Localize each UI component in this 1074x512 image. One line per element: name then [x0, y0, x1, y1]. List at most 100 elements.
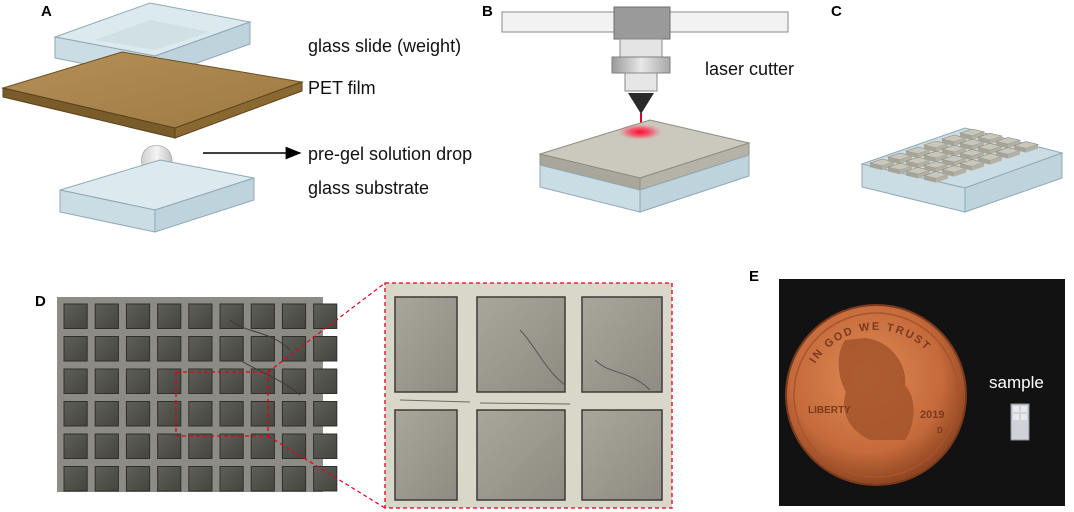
panel-letter-c: C [831, 3, 842, 20]
gel-cube-side [972, 162, 984, 171]
gel-cube-side [942, 169, 954, 177]
gel-cube-side [924, 165, 936, 173]
micrograph-overview [57, 297, 338, 492]
micro-square [313, 401, 338, 427]
sample-cube [1010, 403, 1030, 441]
micro-square [63, 368, 88, 394]
gel-cube-side [1014, 145, 1026, 153]
micro-square [188, 433, 213, 459]
gel-cube-side [990, 136, 1002, 145]
micro-square [94, 401, 119, 427]
micro-square [250, 336, 275, 362]
gel-cube-side [906, 151, 918, 158]
gel-cube-side [942, 149, 954, 157]
gel-cube-side [978, 137, 990, 145]
gel-cube-side [924, 155, 936, 163]
micro-square [281, 336, 307, 362]
micro-square [219, 433, 244, 459]
coin-liberty: LIBERTY [808, 405, 851, 416]
micro-square [281, 433, 307, 459]
panel-letter-e: E [749, 268, 760, 285]
gel-cube-side [936, 174, 948, 183]
micro-square [219, 336, 244, 362]
micro-square [281, 401, 307, 427]
gel-cube-side [1008, 140, 1020, 149]
gel-cube-side [906, 171, 918, 179]
panel-letter-d: D [35, 293, 46, 310]
gel-cube-side [972, 131, 984, 140]
zoom-line-top [267, 282, 386, 373]
gel-cube-side [954, 168, 966, 177]
micro-square [250, 433, 275, 459]
micro-square [219, 401, 244, 427]
micro-square [125, 303, 151, 329]
gel-cube-side [936, 154, 948, 163]
micro-square [313, 336, 338, 362]
micro-square [188, 303, 213, 329]
patterned-array-c [860, 127, 1064, 213]
micro-square [313, 303, 338, 329]
micrograph-zoom [384, 282, 673, 509]
gel-cube-side [924, 175, 936, 183]
gel-cube-side [960, 133, 972, 140]
panel-letter-a: A [41, 3, 52, 20]
micro-square [125, 368, 151, 394]
micro-square [188, 466, 213, 492]
micro-square [157, 466, 182, 492]
gel-cube-side [960, 163, 972, 171]
gel-cube-side [978, 147, 990, 155]
micro-square [157, 336, 182, 362]
micro-square [250, 466, 275, 492]
micro-square [125, 401, 151, 427]
label-drop: pre-gel solution drop [308, 144, 473, 164]
gel-cube-side [942, 139, 954, 146]
gel-cube-side [996, 151, 1008, 159]
micro-square [281, 303, 307, 329]
micro-square [63, 303, 88, 329]
gel-cube-side [1026, 144, 1038, 153]
micro-square [125, 336, 151, 362]
gel-cube-side [918, 160, 930, 169]
zoom-line-bottom [267, 435, 386, 509]
gel-cube-side [960, 143, 972, 151]
micro-square [63, 401, 88, 427]
gel-cube-side [918, 170, 930, 179]
label-sample: sample [989, 373, 1044, 392]
glass-substrate [59, 159, 255, 233]
pet-film [1, 51, 304, 139]
gel-cube-side [906, 161, 918, 169]
label-glass-slide: glass slide (weight) [308, 36, 462, 56]
gel-cube-side [978, 157, 990, 165]
micro-square [250, 401, 275, 427]
micro-square [281, 368, 307, 394]
label-laser-cutter: laser cutter [705, 59, 795, 79]
micro-square [188, 401, 213, 427]
coin-year: 2019 [920, 409, 944, 421]
micro-square [188, 368, 213, 394]
gel-cube-side [972, 152, 984, 161]
micro-square [94, 303, 119, 329]
gel-cube-side [1008, 150, 1020, 159]
photo-penny: IN GOD WE TRUST LIBERTY 2019 D [779, 279, 1065, 506]
micro-square [63, 336, 88, 362]
coin-mint: D [937, 426, 943, 435]
micro-square [313, 466, 338, 492]
micro-square [157, 303, 182, 329]
gel-cube-side [888, 157, 900, 164]
label-substrate: glass substrate [308, 178, 430, 198]
micro-square [94, 336, 119, 362]
micro-square [250, 303, 275, 329]
micro-square [94, 368, 119, 394]
micro-square [63, 466, 88, 492]
gel-cube-side [990, 146, 1002, 155]
gel-cube-side [882, 161, 894, 170]
panel-letter-b: B [482, 3, 493, 20]
micro-square [313, 433, 338, 459]
gel-cube-side [990, 156, 1002, 165]
gel-cube-side [942, 159, 954, 167]
micro-square [94, 466, 119, 492]
micro-square [63, 433, 88, 459]
gel-cube-side [900, 155, 912, 164]
gel-cube-side [936, 164, 948, 173]
